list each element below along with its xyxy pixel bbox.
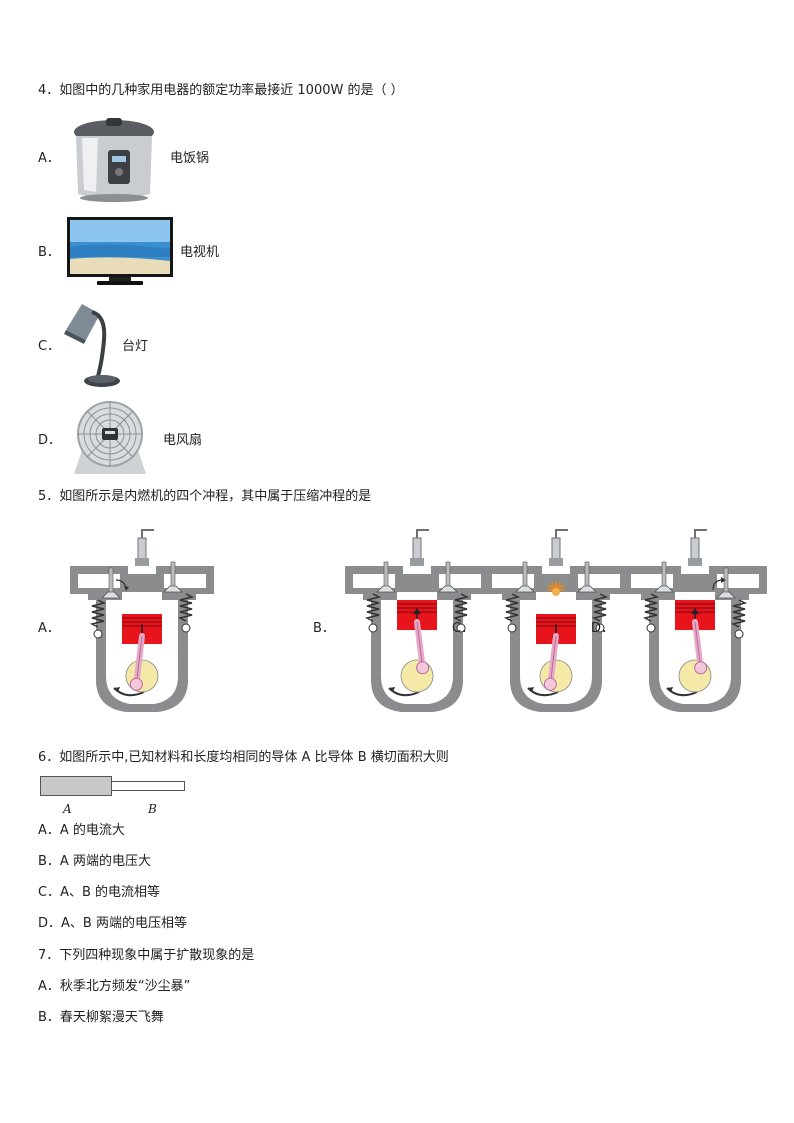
q7-option-b: B．春天柳絮漫天飞舞 xyxy=(38,1010,164,1025)
conductor-a-label: A xyxy=(63,802,72,816)
q6-option-b: B．A 两端的电压大 xyxy=(38,854,151,869)
q4-option-b-letter: B． xyxy=(38,245,60,260)
q5-stem: 5．如图所示是内燃机的四个冲程，其中属于压缩冲程的是 xyxy=(38,489,372,504)
q4-option-d-letter: D． xyxy=(38,433,62,448)
q4-option-a-letter: A． xyxy=(38,151,60,166)
engine-diagram-a xyxy=(62,528,222,728)
engine-intake-svg xyxy=(69,529,215,713)
q5-option-b-letter: B． xyxy=(313,621,335,636)
rice-cooker-icon xyxy=(68,116,160,204)
engine-power-svg xyxy=(483,529,629,713)
engine-diagram-b xyxy=(337,528,497,728)
electric-fan-icon xyxy=(68,400,152,476)
conductor-b xyxy=(111,781,185,791)
q4-option-d-label: 电风扇 xyxy=(163,433,203,448)
q6-stem: 6．如图所示中,已知材料和长度均相同的导体 A 比导体 B 横切面积大则 xyxy=(38,750,449,765)
engine-diagram-c xyxy=(476,528,636,728)
conductor-a xyxy=(40,776,112,796)
q7-option-a: A．秋季北方频发“沙尘暴” xyxy=(38,979,191,994)
q4-option-c-letter: C． xyxy=(38,339,61,354)
q4-stem: 4．如图中的几种家用电器的额定功率最接近 1000W 的是（ ） xyxy=(38,83,404,98)
q5-option-a-letter: A． xyxy=(38,621,60,636)
q5-option-d-letter: D． xyxy=(591,621,615,636)
q4-option-c-label: 台灯 xyxy=(122,339,149,354)
q6-option-d: D．A、B 两端的电压相等 xyxy=(38,916,187,931)
q7-stem: 7．下列四种现象中属于扩散现象的是 xyxy=(38,948,255,963)
q5-option-c-letter: C． xyxy=(452,621,475,636)
q4-option-b-label: 电视机 xyxy=(180,245,220,260)
desk-lamp-icon xyxy=(62,300,124,390)
engine-exhaust-svg xyxy=(622,529,768,713)
q4-option-a-label: 电饭锅 xyxy=(170,151,210,166)
conductor-b-label: B xyxy=(148,802,157,816)
q6-option-a: A．A 的电流大 xyxy=(38,823,125,838)
q6-option-c: C．A、B 的电流相等 xyxy=(38,885,161,900)
engine-diagram-d xyxy=(615,528,775,728)
television-icon xyxy=(67,217,173,287)
engine-compression-svg xyxy=(344,529,490,713)
